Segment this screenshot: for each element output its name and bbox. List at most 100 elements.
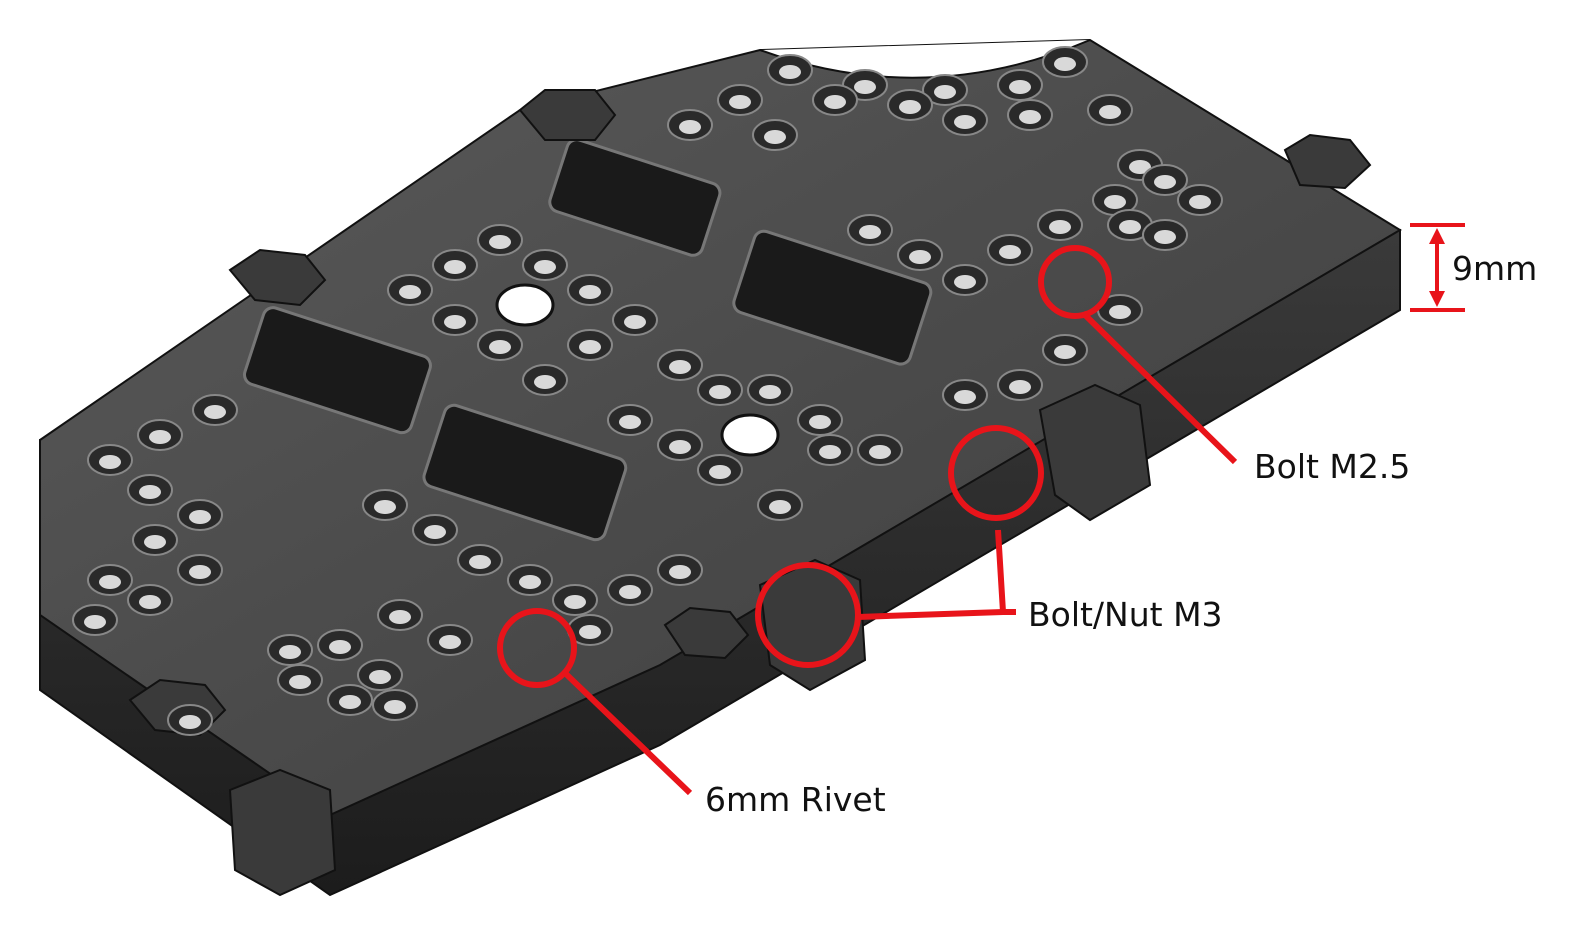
mounting-hole-bore xyxy=(489,340,511,354)
mounting-hole-bore xyxy=(579,340,601,354)
bolt-m25-label: Bolt M2.5 xyxy=(1254,447,1410,486)
mounting-hole-bore xyxy=(149,430,171,444)
mounting-hole-bore xyxy=(1104,195,1126,209)
mounting-hole-bore xyxy=(519,575,541,589)
mounting-hole-bore xyxy=(909,250,931,264)
mounting-hole-bore xyxy=(729,95,751,109)
mounting-hole-bore xyxy=(399,285,421,299)
mounting-hole-bore xyxy=(489,235,511,249)
mounting-hole-bore xyxy=(824,95,846,109)
callout-circle-bolt-nut-m3-top xyxy=(948,425,1044,521)
mounting-hole-bore xyxy=(389,610,411,624)
mounting-hole-bore xyxy=(1054,57,1076,71)
hex-nut-boss xyxy=(518,89,617,141)
mounting-hole-bore xyxy=(1189,195,1211,209)
mounting-hole-bore xyxy=(1009,380,1031,394)
mounting-hole-bore xyxy=(859,225,881,239)
mounting-hole-bore xyxy=(1154,175,1176,189)
mounting-hole-bore xyxy=(679,120,701,134)
mounting-hole-bore xyxy=(374,500,396,514)
mounting-hole-bore xyxy=(954,115,976,129)
slot-cutout xyxy=(548,138,722,257)
mounting-hole-bore xyxy=(139,485,161,499)
hex-nut-boss xyxy=(663,606,750,660)
mounting-hole-bore xyxy=(329,640,351,654)
mounting-hole-bore xyxy=(424,525,446,539)
mounting-hole-bore xyxy=(709,385,731,399)
mounting-hole-bore xyxy=(384,700,406,714)
dimension-arrow-down xyxy=(1429,291,1445,307)
mounting-hole-bore xyxy=(189,565,211,579)
mounting-hole-bore xyxy=(564,595,586,609)
callout-circle-bolt-m25 xyxy=(1038,245,1112,319)
thickness-label: 9mm xyxy=(1452,249,1537,288)
callout-leader-rivet-6mm xyxy=(562,670,693,796)
callout-leader-bolt-nut-m3-lower xyxy=(857,609,1004,620)
mounting-hole-bore xyxy=(444,315,466,329)
mounting-hole-bore xyxy=(189,510,211,524)
mounting-hole-bore xyxy=(144,535,166,549)
mounting-holes xyxy=(72,46,1223,736)
mounting-hole-bore xyxy=(819,445,841,459)
mounting-hole-bore xyxy=(179,715,201,729)
mounting-hole-bore xyxy=(1119,220,1141,234)
mounting-hole-bore xyxy=(619,415,641,429)
callout-bolt-m25 xyxy=(1038,245,1238,465)
mounting-hole-bore xyxy=(1154,230,1176,244)
slot-cutout xyxy=(732,229,933,366)
large-center-holes xyxy=(495,283,780,457)
mounting-hole-bore xyxy=(289,675,311,689)
mounting-hole-bore xyxy=(1129,160,1151,174)
mounting-hole-bore xyxy=(1099,105,1121,119)
callout-circle-rivet-6mm xyxy=(497,608,577,688)
mounting-hole-bore xyxy=(339,695,361,709)
mounting-hole-bore xyxy=(369,670,391,684)
mounting-hole-bore xyxy=(84,615,106,629)
mounting-hole-bore xyxy=(764,130,786,144)
hex-nut-boss xyxy=(1283,133,1372,190)
mounting-hole-bore xyxy=(809,415,831,429)
mounting-hole-bore xyxy=(769,500,791,514)
mounting-hole-bore xyxy=(709,465,731,479)
dimension-arrow-up xyxy=(1429,228,1445,244)
mounting-hole-bore xyxy=(1109,305,1131,319)
mounting-hole-bore xyxy=(619,585,641,599)
mounting-hole-bore xyxy=(279,645,301,659)
nut-boss-tab xyxy=(228,768,337,897)
callout-rivet-6mm xyxy=(497,608,693,796)
mounting-hole-bore xyxy=(139,595,161,609)
callout-leader-bolt-nut-m3 xyxy=(995,529,1016,615)
nut-boss-tab xyxy=(1038,383,1152,522)
mounting-hole-bore xyxy=(854,80,876,94)
mounting-hole-bore xyxy=(1049,220,1071,234)
mounting-hole-bore xyxy=(954,275,976,289)
slot-cutouts xyxy=(242,138,933,542)
mounting-hole-bore xyxy=(899,100,921,114)
mounting-hole-bore xyxy=(999,245,1021,259)
mounting-hole-bore xyxy=(204,405,226,419)
mounting-hole-bore xyxy=(1054,345,1076,359)
callout-leader-bolt-m25 xyxy=(1080,310,1238,465)
thickness-dimension xyxy=(1410,223,1465,312)
large-center-hole xyxy=(720,413,780,457)
mounting-hole-bore xyxy=(469,555,491,569)
mounting-hole-bore xyxy=(444,260,466,274)
mounting-hole-bore xyxy=(759,385,781,399)
hex-nut-boss xyxy=(228,248,327,307)
mounting-hole-bore xyxy=(624,315,646,329)
mounting-hole-bore xyxy=(439,635,461,649)
mounting-hole-bore xyxy=(669,360,691,374)
mounting-hole-bore xyxy=(99,455,121,469)
slot-cutout xyxy=(242,306,432,435)
rivet-6mm-label: 6mm Rivet xyxy=(705,780,886,819)
mounting-hole-bore xyxy=(1009,80,1031,94)
mounting-hole-bore xyxy=(934,85,956,99)
mounting-hole-bore xyxy=(869,445,891,459)
mounting-hole-bore xyxy=(669,565,691,579)
mounting-hole-bore xyxy=(779,65,801,79)
slot-cutout xyxy=(422,403,628,542)
mounting-hole-bore xyxy=(534,260,556,274)
mounting-hole-bore xyxy=(669,440,691,454)
